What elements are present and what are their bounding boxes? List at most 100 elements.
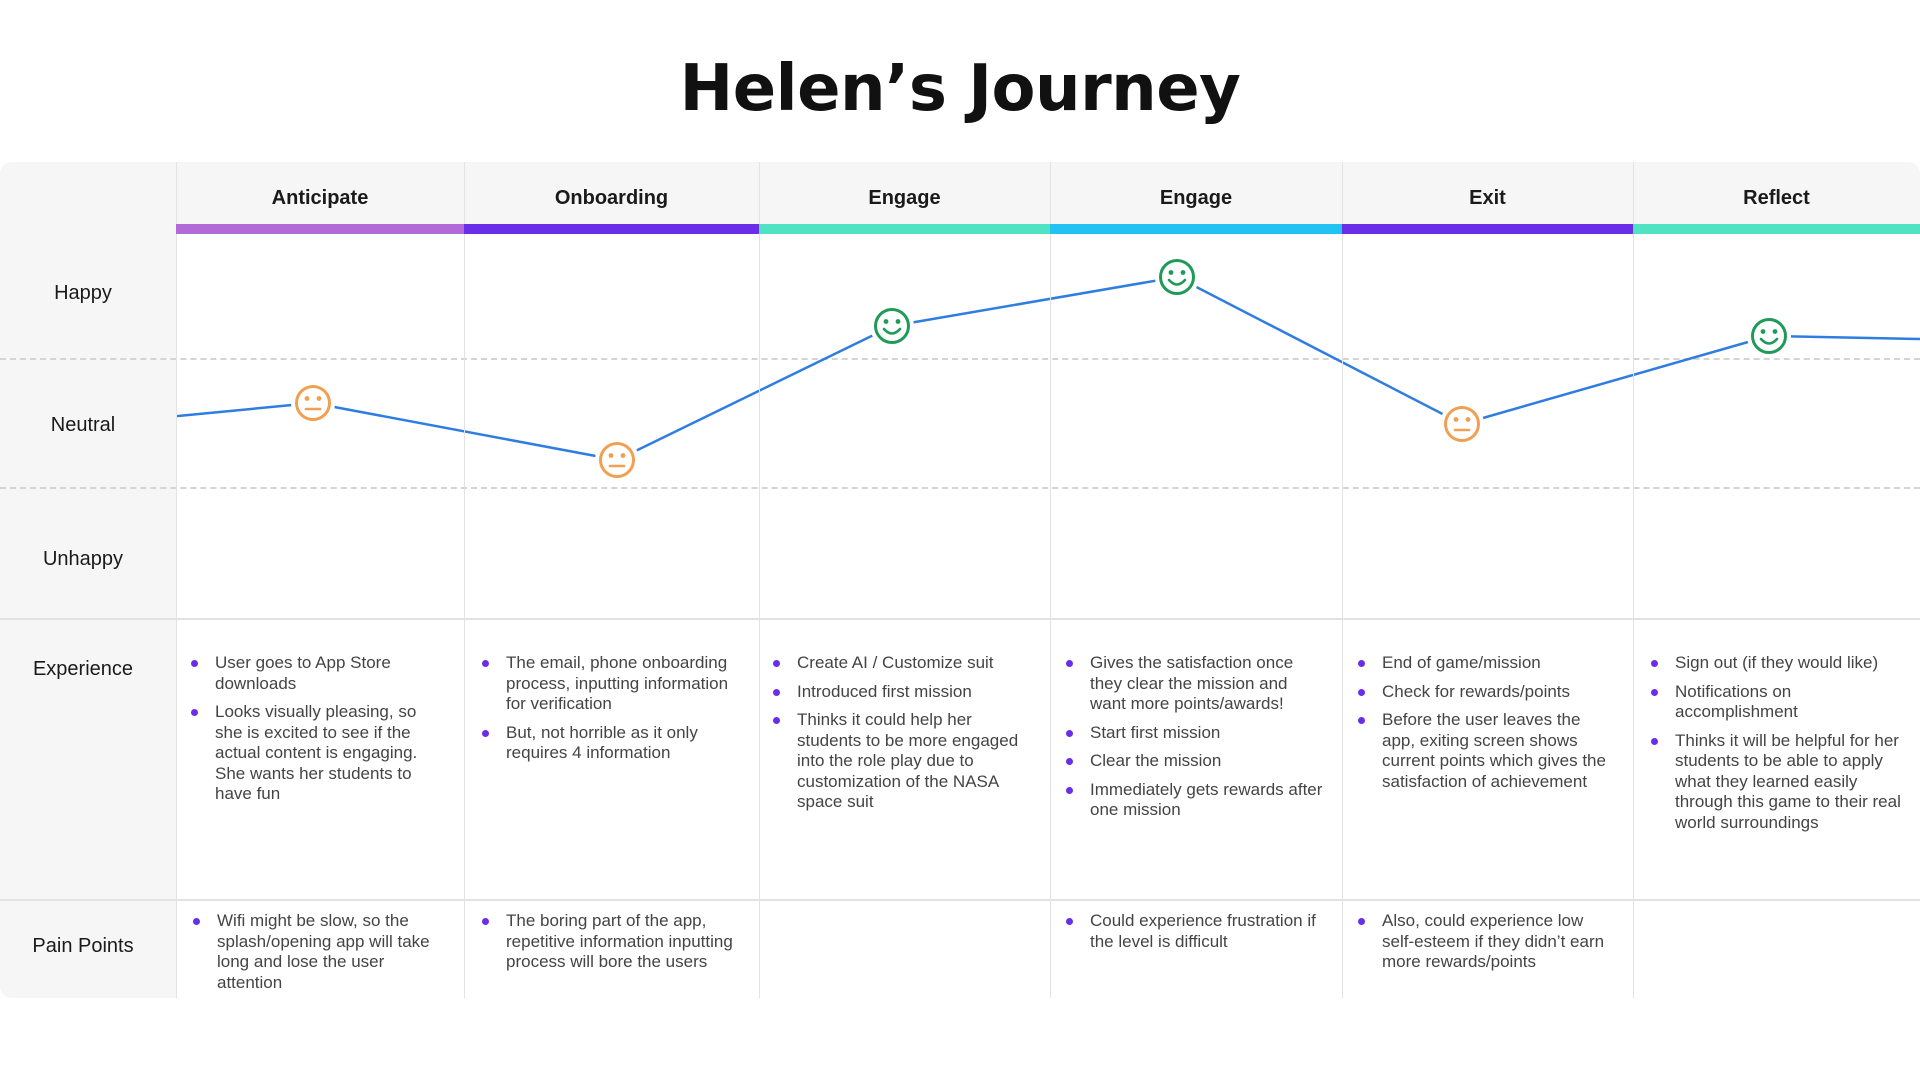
column-divider: [1050, 162, 1051, 998]
emotion-line-segment: [615, 324, 894, 462]
experience-item: Thinks it will be helpful for her studen…: [1647, 731, 1902, 834]
bullet-icon: [1651, 688, 1658, 696]
bullet-icon: [1358, 717, 1365, 724]
bullet-icon: [773, 660, 780, 667]
experience-cell: Sign out (if they would like) Notificatio…: [1647, 653, 1902, 841]
bullet-icon: [482, 660, 489, 667]
column-divider: [464, 162, 465, 998]
experience-item: Sign out (if they would like): [1647, 653, 1902, 674]
bullet-icon: [482, 729, 489, 737]
pain-point-item: Wifi might be slow, so the splash/openin…: [189, 911, 446, 993]
happy-face-icon: [1155, 255, 1199, 299]
experience-item: Before the user leaves the app, exiting …: [1354, 710, 1615, 792]
neutral-face-icon: [291, 381, 335, 425]
stage-color-bar: [759, 224, 1050, 234]
experience-text: Clear the mission: [1090, 751, 1222, 770]
stage-title: Engage: [868, 187, 941, 209]
experience-cell: Gives the satisfaction once they clear t…: [1062, 653, 1324, 829]
bullet-icon: [482, 918, 489, 925]
journey-board: Happy Neutral Unhappy Experience Pain Po…: [0, 162, 1920, 998]
emotion-line-segment: [176, 401, 315, 418]
bullet-icon: [1358, 660, 1365, 667]
bullet-icon: [1358, 688, 1365, 696]
bullet-icon: [1066, 729, 1073, 737]
bullet-icon: [1651, 737, 1658, 745]
bullet-icon: [1066, 660, 1073, 667]
row-label-column: [0, 162, 176, 998]
happy-neutral-divider: [0, 358, 1920, 360]
experience-item: But, not horrible as it only requires 4 …: [478, 723, 741, 764]
experience-item: The email, phone onboarding process, inp…: [478, 653, 741, 715]
stage-color-bar: [1050, 224, 1342, 234]
experience-text: End of game/mission: [1382, 653, 1541, 672]
neutral-face-icon: [1440, 402, 1484, 446]
column-divider: [1342, 162, 1343, 998]
row-label-unhappy: Unhappy: [42, 548, 124, 570]
experience-item: Gives the satisfaction once they clear t…: [1062, 653, 1324, 715]
pain-point-text: Also, could experience low self-esteem i…: [1382, 911, 1605, 971]
neutral-unhappy-divider: [0, 487, 1920, 489]
emotion-line-segment: [1767, 334, 1920, 341]
bullet-icon: [773, 717, 780, 724]
experience-item: End of game/mission: [1354, 653, 1615, 674]
stage-color-bar: [176, 224, 464, 234]
bullet-icon: [773, 688, 780, 696]
happy-face-icon: [1747, 314, 1791, 358]
pain-point-cell: Wifi might be slow, so the splash/openin…: [189, 911, 446, 998]
pain-point-text: The boring part of the app, repetitive i…: [506, 911, 733, 971]
experience-pain-divider: [0, 899, 1920, 901]
stage-title: Reflect: [1743, 187, 1810, 209]
page-title: Helen’s Journey: [679, 52, 1241, 126]
experience-item: Create AI / Customize suit: [769, 653, 1032, 674]
emotion-line-segment: [311, 401, 619, 462]
experience-item: Start first mission: [1062, 723, 1324, 744]
stage-color-bar: [464, 224, 759, 234]
stage-color-bar: [1633, 224, 1920, 234]
neutral-face-icon: [595, 438, 639, 482]
pain-point-cell: Could experience frustration if the leve…: [1062, 911, 1324, 960]
stage-title: Anticipate: [271, 187, 369, 209]
experience-item: Notifications on accomplishment: [1647, 682, 1902, 723]
experience-item: Looks visually pleasing, so she is excit…: [187, 702, 446, 805]
row-label-pain-points: Pain Points: [32, 935, 134, 957]
experience-item: Immediately gets rewards after one missi…: [1062, 780, 1324, 821]
pain-point-list: The boring part of the app, repetitive i…: [478, 911, 741, 973]
experience-text: Before the user leaves the app, exiting …: [1382, 710, 1606, 791]
experience-text: Looks visually pleasing, so she is excit…: [215, 702, 418, 803]
experience-list: Sign out (if they would like) Notificatio…: [1647, 653, 1902, 833]
column-divider: [759, 162, 760, 998]
bullet-icon: [191, 660, 198, 667]
emotion-line-segment: [890, 275, 1179, 328]
pain-point-item: Could experience frustration if the leve…: [1062, 911, 1324, 952]
experience-text: Gives the satisfaction once they clear t…: [1090, 653, 1294, 713]
experience-item: Introduced first mission: [769, 682, 1032, 703]
pain-point-list: Also, could experience low self-esteem i…: [1354, 911, 1615, 973]
pain-point-cell: The boring part of the app, repetitive i…: [478, 911, 741, 981]
experience-list: The email, phone onboarding process, inp…: [478, 653, 741, 764]
bullet-icon: [1066, 918, 1073, 925]
experience-item: Thinks it could help her students to be …: [769, 710, 1032, 813]
bullet-icon: [1358, 918, 1365, 925]
experience-text: Check for rewards/points: [1382, 681, 1571, 701]
column-divider: [1633, 162, 1634, 998]
experience-text: Notifications on accomplishment: [1675, 681, 1798, 722]
experience-text: Start first mission: [1090, 722, 1221, 742]
stage-title: Engage: [1159, 187, 1233, 209]
experience-cell: The email, phone onboarding process, inp…: [478, 653, 741, 772]
row-label-neutral: Neutral: [50, 414, 116, 436]
emotion-graph: [176, 255, 1920, 482]
experience-text: Sign out (if they would like): [1675, 653, 1879, 672]
bullet-icon: [1651, 660, 1658, 667]
bullet-icon: [1066, 758, 1073, 765]
stage-title: Exit: [1469, 187, 1506, 209]
experience-list: Gives the satisfaction once they clear t…: [1062, 653, 1324, 821]
bullet-icon: [191, 709, 198, 716]
happy-face-icon: [870, 304, 914, 348]
experience-text: Immediately gets rewards after one missi…: [1090, 779, 1323, 820]
experience-text: Thinks it could help her students to be …: [797, 710, 1019, 811]
experience-text: The email, phone onboarding process, inp…: [506, 653, 729, 713]
